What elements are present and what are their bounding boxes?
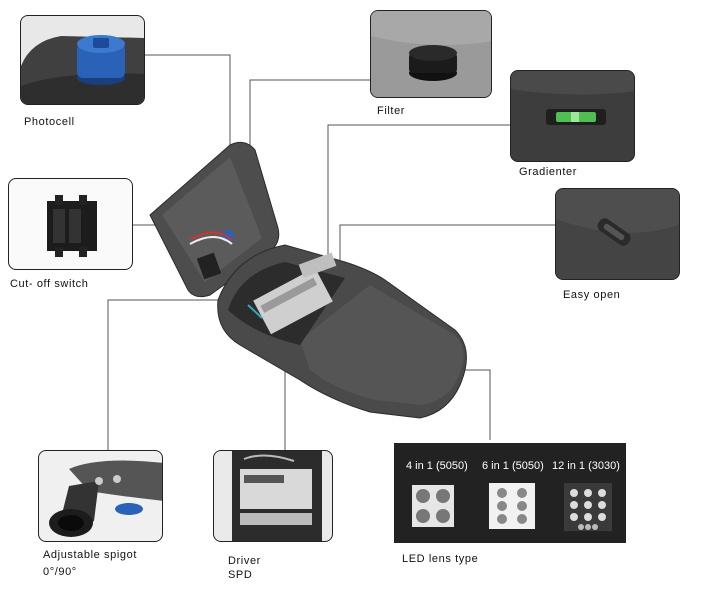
lens-option-3-label: 12 in 1 (3030) <box>552 460 620 472</box>
spd-label: SPD <box>228 569 253 581</box>
lens-4in1-icon <box>412 485 454 527</box>
easy-open-image <box>556 189 679 279</box>
driver-label: Driver <box>228 555 261 567</box>
lens-6in1-icon <box>489 483 535 529</box>
led-lens-panel: 4 in 1 (5050) 6 in 1 (5050) 12 in 1 (303… <box>394 443 626 543</box>
driver-photo <box>213 450 333 542</box>
cutoff-switch-label: Cut- off switch <box>10 278 89 290</box>
photocell-photo <box>20 15 145 105</box>
filter-image <box>371 11 491 97</box>
lens-12in1-icon <box>564 483 612 531</box>
spigot-angle: 0°/90° <box>43 566 77 578</box>
easy-open-photo <box>555 188 680 280</box>
spigot-image <box>49 460 162 537</box>
gradienter-photo <box>510 70 635 162</box>
spigot-photo <box>38 450 163 542</box>
lens-option-2-label: 6 in 1 (5050) <box>482 460 544 472</box>
easy-open-label: Easy open <box>563 289 621 301</box>
photocell-label: Photocell <box>24 116 75 128</box>
filter-photo <box>370 10 492 98</box>
gradienter-image <box>511 71 634 161</box>
led-lens-image: 4 in 1 (5050) 6 in 1 (5050) 12 in 1 (303… <box>406 460 620 531</box>
spigot-leader <box>107 299 230 450</box>
spigot-label: Adjustable spigot <box>43 549 137 561</box>
led-lens-type-label: LED lens type <box>402 553 479 565</box>
gradienter-label: Gradienter <box>519 166 577 178</box>
driver-image <box>232 451 322 541</box>
photocell-image <box>21 35 144 104</box>
lens-option-1-label: 4 in 1 (5050) <box>406 460 468 472</box>
gradienter-leader <box>327 124 510 285</box>
cutoff-switch-photo <box>8 178 133 270</box>
filter-label: Filter <box>377 105 406 117</box>
cutoff-switch-image <box>47 195 97 257</box>
